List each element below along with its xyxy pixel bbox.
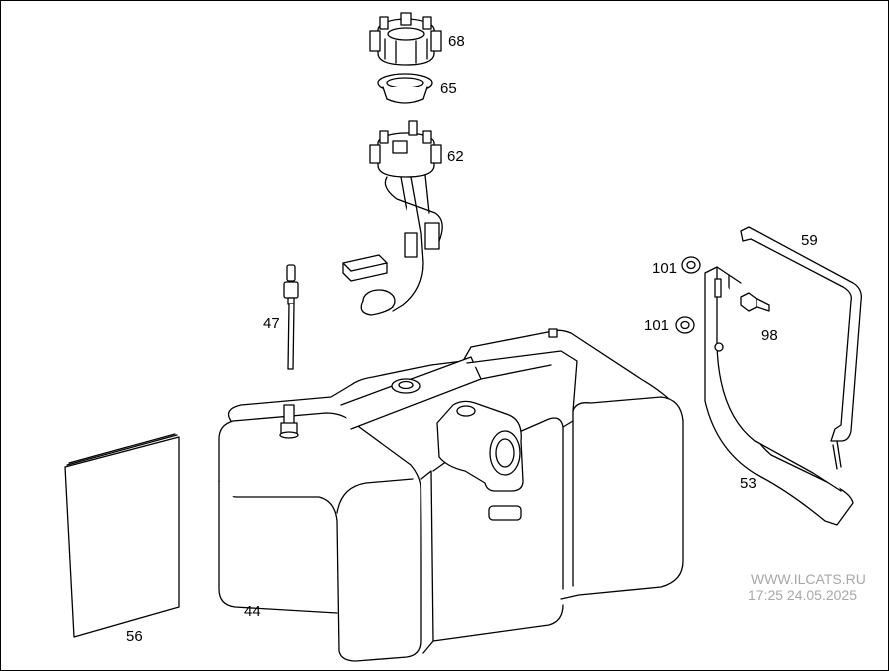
label-part-47: 47 xyxy=(263,315,280,332)
part-101-washer-b xyxy=(675,316,695,334)
part-47-sensor xyxy=(283,264,299,370)
watermark: WWW.ILCATS.RU 17:25 24.05.2025 xyxy=(748,571,866,604)
label-part-53: 53 xyxy=(740,475,757,492)
label-part-101-a: 101 xyxy=(652,260,678,277)
part-101-washer-a xyxy=(681,256,701,274)
part-98-bolt xyxy=(740,292,770,312)
label-part-68: 68 xyxy=(448,33,465,50)
part-59-strap xyxy=(740,226,862,470)
watermark-timestamp: 17:25 24.05.2025 xyxy=(748,587,857,604)
part-68-locking-ring xyxy=(369,12,442,66)
part-56-sheet xyxy=(64,433,180,638)
label-part-65: 65 xyxy=(440,80,457,97)
watermark-site: WWW.ILCATS.RU xyxy=(751,571,866,587)
part-65-seal xyxy=(377,73,433,104)
part-53-bracket xyxy=(704,266,854,526)
label-part-101-b: 101 xyxy=(644,317,670,334)
label-part-62: 62 xyxy=(447,148,464,165)
part-44-fuel-tank xyxy=(218,328,684,662)
part-62-sender xyxy=(342,120,443,316)
label-part-56: 56 xyxy=(126,628,143,645)
label-part-98: 98 xyxy=(761,327,778,344)
label-part-44: 44 xyxy=(244,603,261,620)
label-part-59: 59 xyxy=(801,232,818,249)
